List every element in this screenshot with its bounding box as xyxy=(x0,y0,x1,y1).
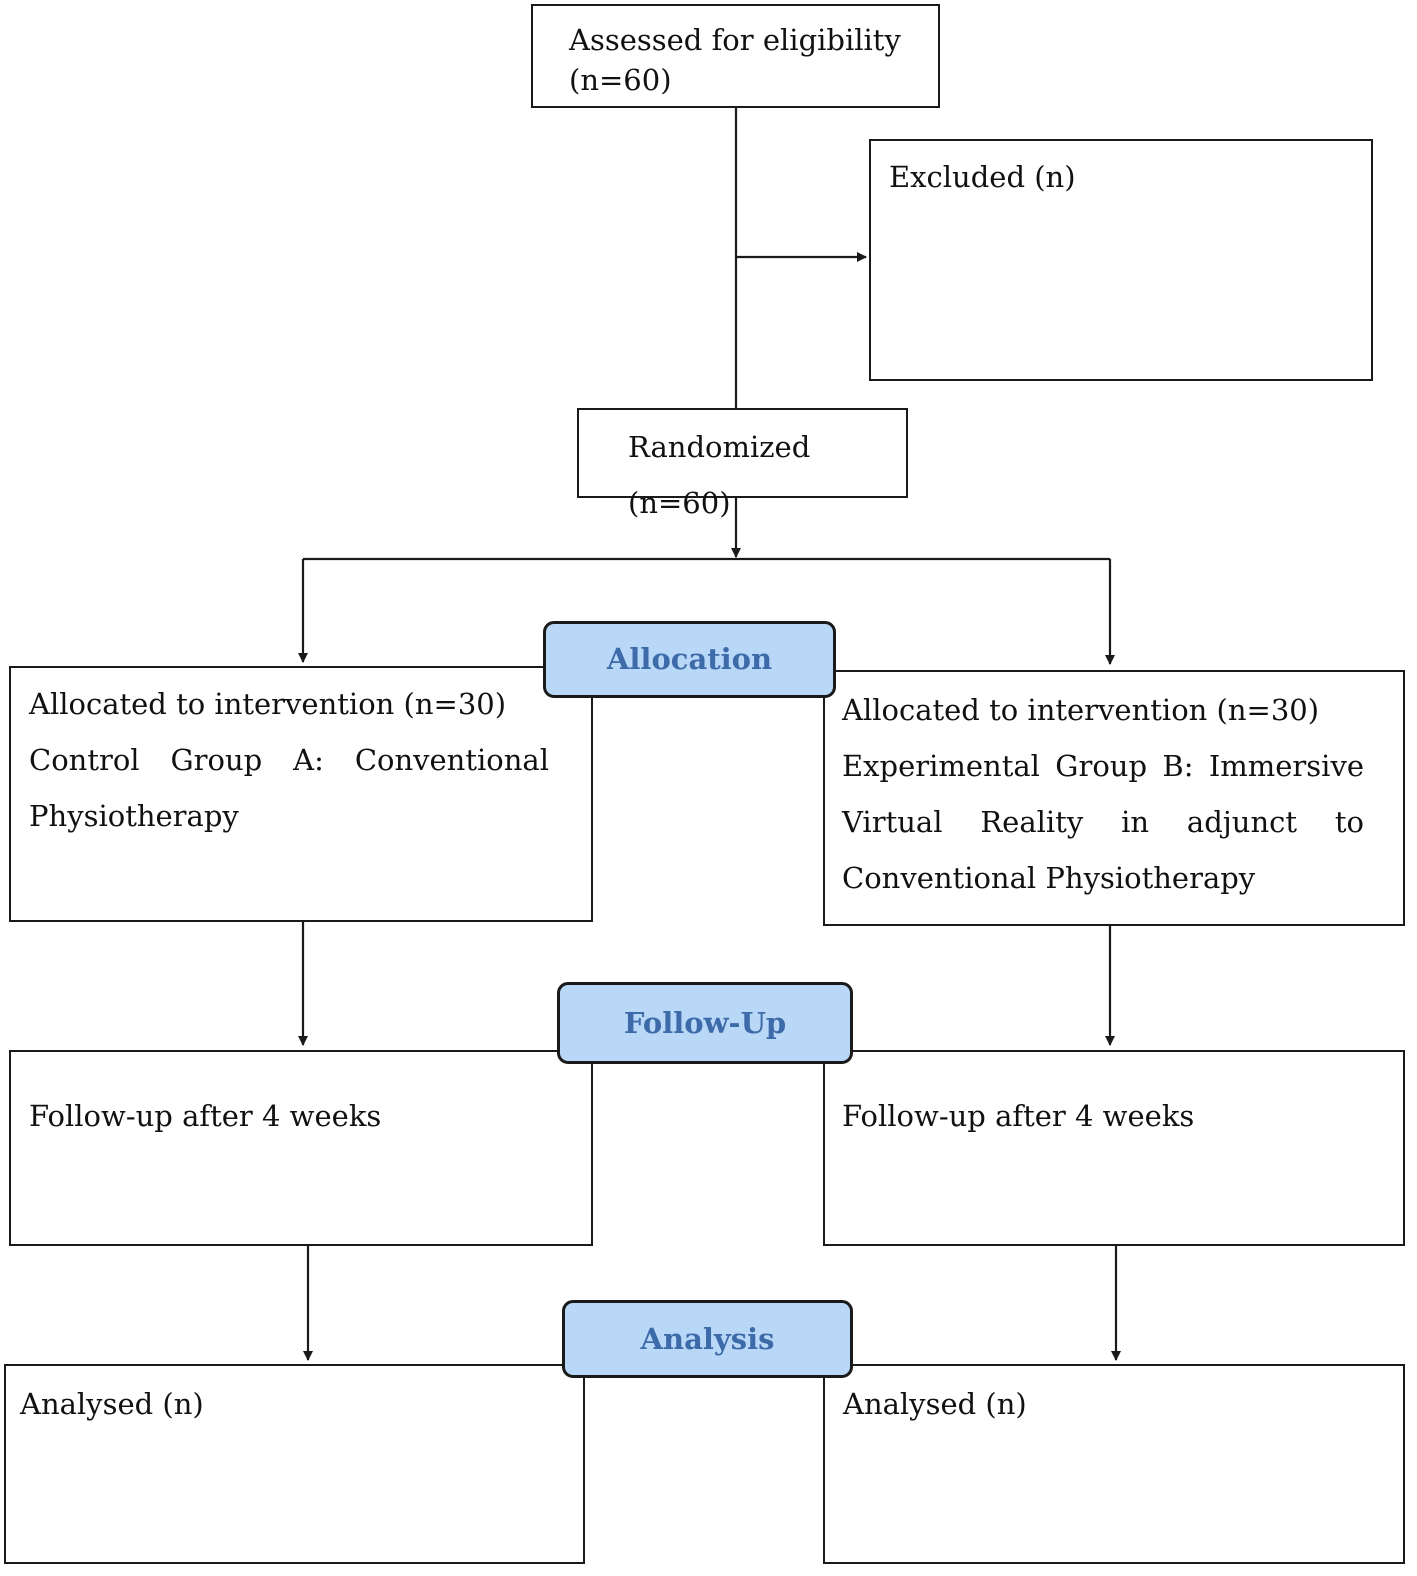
analysed-b-box: Analysed (n) xyxy=(823,1364,1405,1564)
assessed-box: Assessed for eligibility (n=60) xyxy=(531,4,940,108)
assessed-count: (n=60) xyxy=(569,63,672,97)
phase-analysis-label: Analysis xyxy=(640,1322,775,1356)
followup-a-label: Follow-up after 4 weeks xyxy=(29,1099,382,1133)
excluded-box: Excluded (n) xyxy=(869,139,1373,381)
allocated-a-box: Allocated to intervention (n=30) Control… xyxy=(9,666,593,922)
analysed-a-box: Analysed (n) xyxy=(4,1364,585,1564)
phase-follow-up-badge: Follow-Up xyxy=(557,982,853,1064)
phase-follow-up-label: Follow-Up xyxy=(623,1006,787,1040)
randomized-box: Randomized (n=60) xyxy=(577,408,908,520)
assessed-label: Assessed for eligibility xyxy=(569,23,901,57)
allocated-a-label: Allocated to intervention (n=30) xyxy=(29,687,507,721)
allocated-b-group: Experimental Group B: Immersive Virtual … xyxy=(842,749,1364,895)
allocated-a-group: Control Group A: Conventional Physiother… xyxy=(29,743,549,833)
analysed-b-label: Analysed (n) xyxy=(843,1387,1027,1421)
randomized-label: Randomized (n=60) xyxy=(628,430,811,520)
followup-b-box: Follow-up after 4 weeks xyxy=(823,1050,1405,1246)
excluded-label: Excluded (n) xyxy=(889,160,1076,194)
allocated-b-label: Allocated to intervention (n=30) xyxy=(842,693,1320,727)
followup-a-box: Follow-up after 4 weeks xyxy=(9,1050,593,1246)
followup-b-label: Follow-up after 4 weeks xyxy=(842,1099,1195,1133)
phase-allocation-badge: Allocation xyxy=(543,621,836,698)
phase-analysis-badge: Analysis xyxy=(562,1300,853,1378)
allocated-b-box: Allocated to intervention (n=30) Experim… xyxy=(823,670,1405,926)
phase-allocation-label: Allocation xyxy=(606,642,773,676)
analysed-a-label: Analysed (n) xyxy=(20,1387,204,1421)
